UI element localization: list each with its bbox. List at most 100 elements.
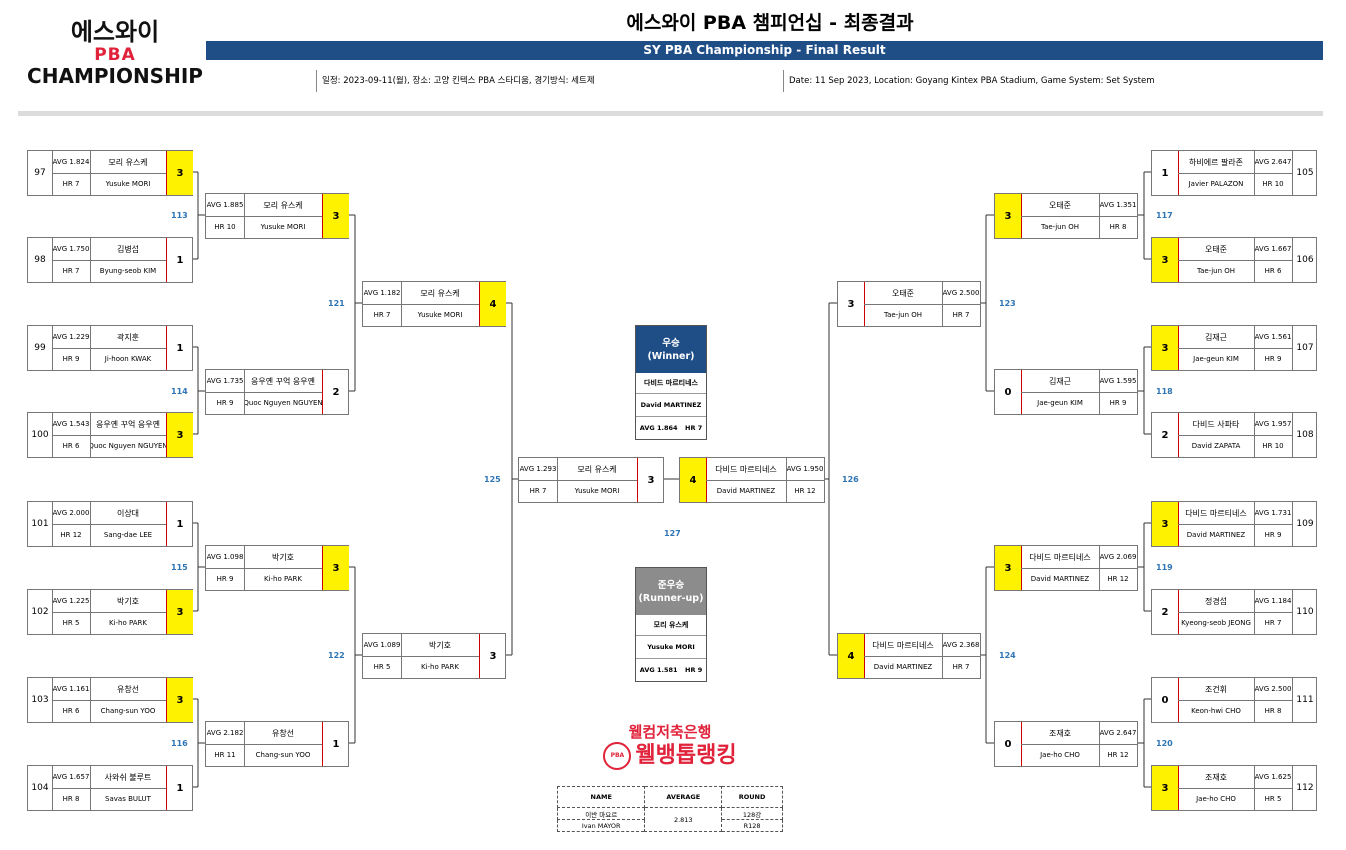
player-avg: AVG 1.089 (363, 641, 401, 649)
player-score: 3 (322, 546, 349, 590)
player-score: 3 (479, 634, 506, 678)
player-name-en: Ki-ho PARK (108, 619, 148, 627)
player-name-ko: 김병섭 (116, 244, 140, 254)
player-name-en: David ZAPATA (1191, 442, 1241, 450)
player-avg: AVG 1.950 (786, 465, 824, 473)
player-name-ko: 다비드 사파타 (1192, 419, 1240, 429)
info-korean: 일정: 2023-09-11(월), 장소: 고양 킨텍스 PBA 스타디움, … (316, 70, 595, 92)
player-hr: HR 5 (62, 619, 80, 627)
player-avg: AVG 1.182 (363, 289, 401, 297)
player-score: 3 (166, 151, 193, 195)
player-name-en: Jae-ho CHO (1040, 751, 1080, 759)
col-divider (90, 590, 91, 634)
player-score: 0 (1152, 678, 1179, 722)
player-name-en: Chang-sun YOO (255, 751, 311, 759)
player-name-en: Byung-seob KIM (99, 267, 157, 275)
player-score: 4 (680, 458, 707, 502)
seed-number: 105 (1292, 151, 1317, 195)
row-divider (52, 173, 166, 174)
col-divider (1254, 238, 1255, 282)
row-divider (864, 304, 980, 305)
player-hr: HR 6 (62, 442, 80, 450)
player-hr: HR 12 (1107, 575, 1129, 583)
col-divider (1099, 722, 1100, 766)
player-score: 3 (166, 678, 193, 722)
player-score: 3 (637, 458, 664, 502)
row-divider (52, 348, 166, 349)
player-name-en: Tae-jun OH (1196, 267, 1236, 275)
player-score: 1 (1152, 151, 1179, 195)
row-divider (1178, 348, 1292, 349)
row-divider (1178, 173, 1292, 174)
player-score: 3 (1152, 326, 1179, 370)
row-divider (1178, 612, 1292, 613)
seed-number: 112 (1292, 766, 1317, 810)
player-hr: HR 7 (952, 311, 970, 319)
row-divider (52, 612, 166, 613)
player-avg: AVG 1.731 (1254, 509, 1292, 517)
seed-number: 106 (1292, 238, 1317, 282)
player-hr: HR 7 (62, 267, 80, 275)
player-avg: AVG 1.098 (206, 553, 244, 561)
player-name-en: Ki-ho PARK (420, 663, 460, 671)
player-hr: HR 10 (214, 223, 236, 231)
match-number: 124 (999, 651, 1016, 660)
winner-avg: AVG 1.864 (639, 424, 678, 432)
player-score: 4 (838, 634, 865, 678)
col-divider (244, 546, 245, 590)
player-score: 3 (1152, 238, 1179, 282)
player-avg: AVG 2.647 (1099, 729, 1137, 737)
player-score: 1 (166, 766, 193, 810)
player-avg: AVG 2.500 (1254, 685, 1292, 693)
winner-stats: AVG 1.864 HR 7 (636, 417, 706, 439)
player-hr: HR 7 (952, 663, 970, 671)
match-number: 120 (1156, 739, 1173, 748)
col-divider (401, 282, 402, 326)
player-avg: AVG 1.667 (1254, 245, 1292, 253)
player-hr: HR 12 (1107, 751, 1129, 759)
player-name-ko: 정경섭 (1204, 596, 1228, 606)
row-divider (206, 568, 322, 569)
seed-number: 103 (28, 678, 53, 722)
player-name-ko: 조재호 (1048, 728, 1072, 738)
col-divider (244, 194, 245, 238)
player-name-ko: 박기호 (428, 640, 452, 650)
runnerup-avg: AVG 1.581 (639, 666, 678, 674)
runnerup-name-ko: 모리 유스케 (636, 615, 706, 636)
player-score: 0 (995, 722, 1022, 766)
player-name-en: Yusuke MORI (417, 311, 463, 319)
player-name-ko: 이상대 (116, 508, 140, 518)
player-name-ko: 김재근 (1204, 332, 1228, 342)
player-hr: HR 10 (1262, 442, 1284, 450)
player-hr: HR 5 (1264, 795, 1282, 803)
player-name-en: Yusuke MORI (105, 180, 151, 188)
col-divider (90, 151, 91, 195)
player-hr: HR 11 (214, 751, 236, 759)
match-number: 126 (842, 475, 859, 484)
player-score: 3 (166, 413, 193, 457)
player-name-ko: 곽지훈 (116, 332, 140, 342)
row-divider (1021, 744, 1137, 745)
row-divider (1178, 260, 1292, 261)
player-name-en: Sang-dae LEE (103, 531, 153, 539)
player-hr: HR 7 (529, 487, 547, 495)
seed-number: 102 (28, 590, 53, 634)
col-divider (244, 722, 245, 766)
winner-name-en: David MARTINEZ (636, 394, 706, 417)
row-divider (1178, 435, 1292, 436)
logo-pba: PBA (94, 45, 136, 65)
row-divider (519, 480, 637, 481)
seed-number: 101 (28, 502, 53, 546)
page-title: 에스와이 PBA 챔피언십 - 최종결과 (626, 12, 914, 34)
player-name-ko: 다비드 마르티네스 (1185, 508, 1247, 518)
